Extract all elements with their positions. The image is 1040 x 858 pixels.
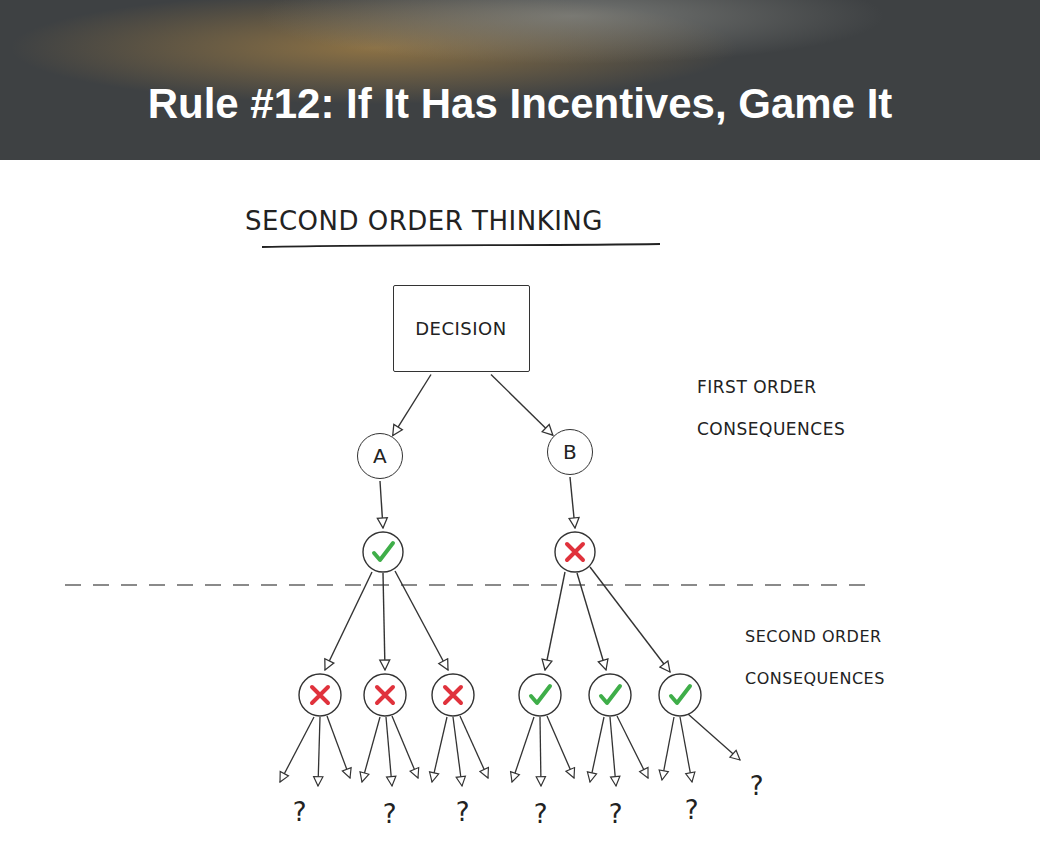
- arrow: [617, 716, 648, 778]
- arrow: [325, 572, 372, 670]
- result-circle: [299, 674, 341, 716]
- banner-glow: [0, 0, 1040, 160]
- divider: [65, 584, 870, 586]
- node-text: B: [563, 440, 577, 464]
- result-circle: [555, 532, 595, 572]
- arrow: [545, 572, 565, 670]
- arrow: [577, 573, 606, 670]
- question-mark: ?: [677, 794, 707, 826]
- arrow: [362, 717, 380, 782]
- arrow: [512, 717, 534, 782]
- arrow: [327, 716, 350, 778]
- node-text: A: [373, 444, 387, 468]
- cross-mark: [445, 687, 461, 703]
- arrow: [392, 716, 418, 778]
- decision-box: DECISION: [393, 285, 530, 372]
- arrow: [540, 717, 541, 786]
- cross-mark: [567, 544, 583, 560]
- arrow: [680, 717, 692, 782]
- check-mark: [671, 686, 690, 703]
- question-mark: ?: [285, 796, 315, 828]
- result-circle: [519, 674, 561, 716]
- arrow: [380, 481, 383, 528]
- fan-arrows: [280, 714, 740, 786]
- cross-mark: [312, 687, 328, 703]
- level-label: FIRST ORDER CONSEQUENCES: [697, 366, 867, 450]
- banner-glow: [0, 0, 1040, 160]
- arrow: [570, 477, 575, 528]
- arrow: [395, 571, 448, 670]
- arrow: [383, 573, 385, 670]
- arrow: [453, 717, 462, 786]
- check-mark: [531, 686, 550, 703]
- arrow: [590, 717, 604, 782]
- level-label: SECOND ORDER CONSEQUENCES: [745, 616, 920, 700]
- question-mark: ?: [375, 798, 405, 830]
- option-circle: A: [357, 433, 403, 479]
- result-circle: [432, 674, 474, 716]
- arrow: [610, 717, 616, 786]
- check-mark: [374, 543, 393, 560]
- arrow: [590, 567, 670, 672]
- check-mark: [601, 686, 620, 703]
- arrow: [432, 717, 447, 782]
- diagram-heading: SECOND ORDER THINKING: [245, 204, 685, 238]
- question-mark: ?: [742, 770, 772, 802]
- result-circle: [363, 532, 403, 572]
- page-title: Rule #12: If It Has Incentives, Game It: [148, 80, 893, 128]
- question-mark: ?: [601, 798, 631, 830]
- banner: [0, 0, 1040, 160]
- arrow: [318, 717, 320, 786]
- arrow: [460, 716, 488, 778]
- arrow: [386, 717, 392, 786]
- arrow: [662, 717, 674, 780]
- cross-mark: [377, 687, 393, 703]
- question-mark: ?: [526, 798, 556, 830]
- result-circle: [589, 674, 631, 716]
- result-circle: [364, 674, 406, 716]
- connector-arrow: [491, 375, 553, 436]
- connector-arrow: [393, 375, 431, 436]
- arrow: [688, 714, 740, 760]
- result-circle: [659, 674, 701, 716]
- heading-underline: [262, 244, 660, 247]
- option-circle: B: [547, 429, 593, 475]
- arrow: [280, 717, 314, 782]
- arrow: [547, 716, 574, 778]
- question-mark: ?: [448, 796, 478, 828]
- node-text: DECISION: [415, 318, 506, 339]
